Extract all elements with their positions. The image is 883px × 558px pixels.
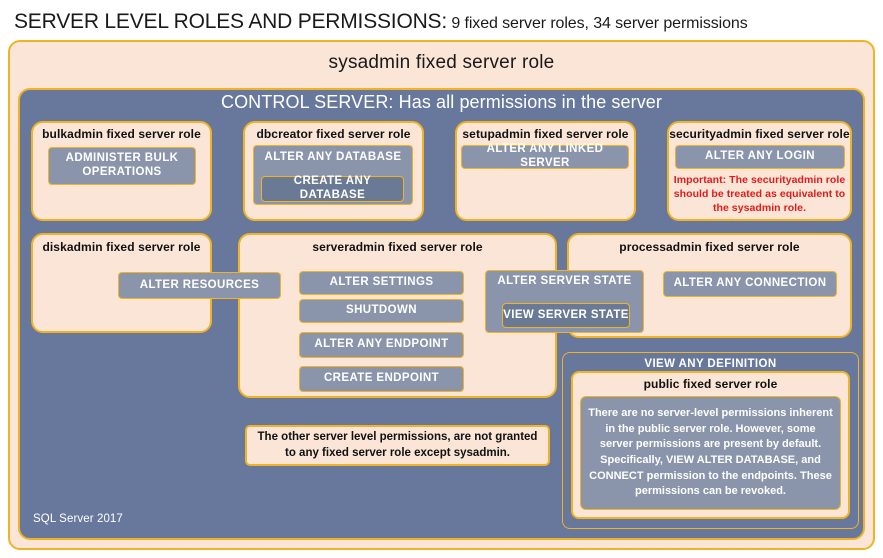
permission-label: ALTER ANY ENDPOINT — [314, 338, 449, 351]
permission-label: CREATE ANY DATABASE — [293, 175, 372, 201]
permission-alter-settings[interactable]: ALTER SETTINGS — [299, 271, 464, 295]
securityadmin-role-box — [667, 121, 852, 221]
diskadmin-role-label: diskadmin fixed server role — [42, 240, 201, 254]
sql-server-version-label: SQL Server 2017 — [33, 513, 123, 525]
permission-label: ALTER RESOURCES — [139, 278, 260, 291]
permission-shutdown[interactable]: SHUTDOWN — [299, 299, 464, 323]
permission-label: ALTER ANY CONNECTION — [673, 277, 827, 290]
public-role-label: public fixed server role — [643, 377, 778, 391]
permission-label: ALTER ANY DATABASE — [264, 151, 402, 163]
page-title: SERVER LEVEL ROLES AND PERMISSIONS: 9 fi… — [14, 10, 874, 36]
permission-label: CREATE ENDPOINT — [323, 372, 440, 385]
permission-label: ADMINISTER BULK OPERATIONS — [65, 152, 179, 178]
securityadmin-role-label: securityadmin fixed server role — [669, 127, 850, 141]
permission-alter-resources[interactable]: ALTER RESOURCES — [118, 272, 281, 299]
permission-label: SHUTDOWN — [346, 304, 417, 317]
securityadmin-warning-note: Important: The securityadmin role should… — [673, 174, 846, 214]
permission-label: ALTER ANY LINKED SERVER — [486, 143, 604, 169]
permission-alter-any-endpoint[interactable]: ALTER ANY ENDPOINT — [299, 332, 464, 358]
public-role-description: There are no server-level permissions in… — [580, 396, 841, 510]
permission-label: ALTER SETTINGS — [329, 276, 434, 289]
permission-view-server-state[interactable]: VIEW SERVER STATE — [502, 303, 630, 328]
bulkadmin-role-label: bulkadmin fixed server role — [42, 127, 201, 141]
page-title-main: SERVER LEVEL ROLES AND PERMISSIONS: — [14, 10, 447, 33]
permission-alter-any-connection[interactable]: ALTER ANY CONNECTION — [663, 271, 837, 297]
permission-label: ALTER ANY LOGIN — [705, 150, 815, 163]
other-permissions-note: The other server level permissions, are … — [245, 425, 550, 466]
processadmin-role-label: processadmin fixed server role — [619, 240, 800, 254]
permission-label: ALTER SERVER STATE — [497, 275, 632, 287]
permission-alter-any-login[interactable]: ALTER ANY LOGIN — [675, 145, 845, 169]
setupadmin-role-label: setupadmin fixed server role — [462, 127, 629, 141]
view-any-definition-label: VIEW ANY DEFINITION — [644, 358, 777, 370]
sysadmin-role-label: sysadmin fixed server role — [328, 52, 555, 73]
control-server-label: CONTROL SERVER: Has all permissions in t… — [220, 92, 663, 112]
page-title-sub: 9 fixed server roles, 34 server permissi… — [447, 15, 748, 32]
permission-create-any-database[interactable]: CREATE ANY DATABASE — [261, 175, 404, 202]
permission-alter-any-linked-server[interactable]: ALTER ANY LINKED SERVER — [461, 143, 629, 169]
dbcreator-role-label: dbcreator fixed server role — [256, 127, 411, 141]
permission-create-endpoint[interactable]: CREATE ENDPOINT — [299, 366, 464, 392]
setupadmin-role-box — [455, 121, 636, 221]
serveradmin-role-label: serveradmin fixed server role — [312, 240, 483, 254]
permission-administer-bulk-operations[interactable]: ADMINISTER BULK OPERATIONS — [48, 147, 196, 185]
permission-label: VIEW SERVER STATE — [503, 308, 629, 321]
